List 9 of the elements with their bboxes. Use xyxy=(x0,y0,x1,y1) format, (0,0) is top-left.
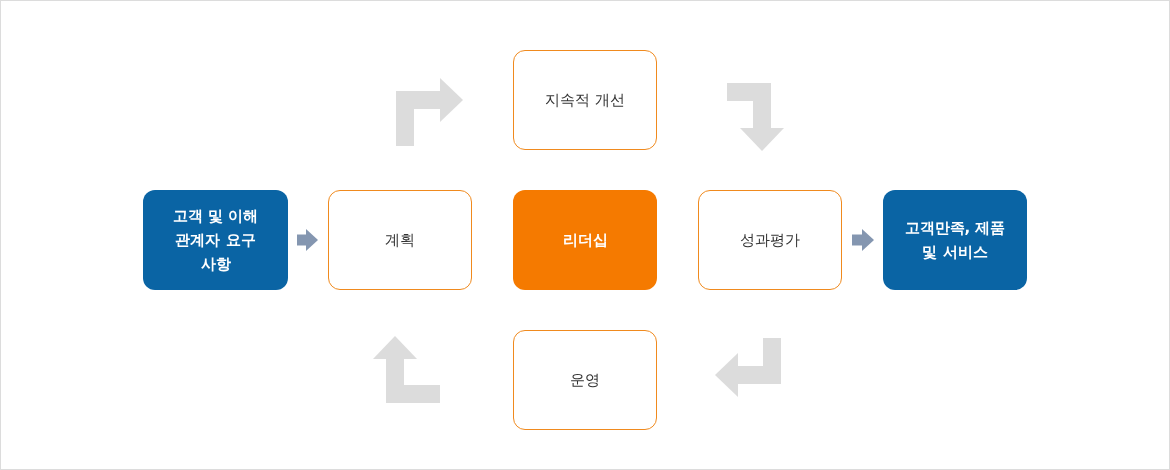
process-box: 성과평가 xyxy=(698,190,842,290)
input-output-box: 고객만족, 제품 및 서비스 xyxy=(883,190,1027,290)
process-box: 운영 xyxy=(513,330,657,430)
process-box: 지속적 개선 xyxy=(513,50,657,150)
process-box: 계획 xyxy=(328,190,472,290)
center-box: 리더십 xyxy=(513,190,657,290)
arrow xyxy=(297,229,318,251)
input-output-box: 고객 및 이해관계자 요구사항 xyxy=(143,190,288,290)
arrow xyxy=(852,229,874,251)
